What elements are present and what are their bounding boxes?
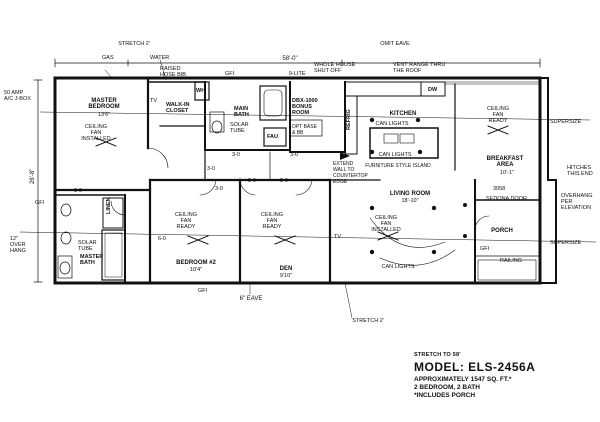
width-dimension: 26'-8" [30,168,36,184]
tv-living-label: TV [334,234,342,240]
walk-in-closet-label: WALK-IN CLOSET [166,102,190,114]
model-name: MODEL: ELS-2456A [414,360,536,374]
water-label: WATER [150,55,170,61]
gfi-bottom-label: GFI [198,288,208,294]
nine-lite-label: 9-LITE [289,71,306,77]
bonus-room-label: DBX-1000 BONUS ROOM [292,98,318,116]
bedroom2-size: 10'4" [189,267,203,273]
den-fan-label: CEILING FAN READY [260,212,284,230]
bedroom2-label: BEDROOM #2 [176,260,216,266]
model-bedrooms: 2 BEDROOM, 2 BATH [414,384,480,391]
living-fan-label: CEILING FAN INSTALLED [371,215,401,233]
model-area: APPROXIMATELY 1547 SQ. FT.* [414,376,512,383]
gfi-top-label: GFI [225,71,235,77]
whole-house-shutoff-label: WHOLE HOUSE SHUT OFF [314,62,356,74]
model-porch-note: *INCLUDES PORCH [414,392,476,399]
hitches-label: HITCHES THIS END [567,165,593,177]
stretch-note: STRETCH TO 58' [414,352,461,358]
linen-label: LINEN [106,197,112,215]
can-lights-living: CAN LIGHTS [381,264,415,270]
door-2-0-b: 2-0 [280,178,288,184]
railing-label: RAILING [500,258,523,264]
master-bedroom-size: 13'6" [97,112,111,118]
fau-label: FAU [267,134,278,140]
den-label: DEN [279,266,293,272]
door-3-0-b: 3-0 [290,152,298,158]
stretch-top: STRETCH 2' [118,41,150,47]
door-3-0-e: 3-0 [74,188,82,194]
model-info-block: STRETCH TO 58' MODEL: ELS-2456A APPROXIM… [414,352,535,399]
overall-length: 58'-0" [282,56,298,62]
breakfast-fan-label: CEILING FAN READY [486,106,510,124]
bedroom2-fan-label: CEILING FAN READY [174,212,198,230]
kitchen-island [369,127,439,159]
overhang-left-label: 12" OVER HANG [10,236,26,254]
gfi-porch-label: GFI [480,246,490,252]
gas-label: GAS [102,55,114,61]
wh-label: WH [196,88,206,94]
living-room-size: 18'-10" [401,198,419,204]
refrig-label: REFRIG [346,109,352,130]
den-size: 9'10" [279,273,293,279]
living-room-label: LIVING ROOM [389,191,431,197]
master-fan-label: CEILING FAN INSTALLED [81,124,111,142]
amp-label: 50 AMP A/C J-BOX [4,90,31,102]
kitchen-label: KITCHEN [389,111,417,117]
door-3058-label: 3058 [493,186,506,192]
can-lights-kitchen-bottom: CAN LIGHTS [378,152,412,158]
overhang-right-label: OVERHANG PER ELEVATION [561,193,593,211]
breakfast-size: 10'-1" [499,170,515,176]
main-bath-label: MAIN BATH [234,106,249,118]
can-lights-kitchen-top: CAN LIGHTS [375,121,409,127]
raised-hose-bib-label: RAISED HOSE BIB [160,66,186,78]
tv-master-label: TV [150,98,158,104]
door-3-0-d: 3-0 [215,186,223,192]
supersize-bottom-label: SUPERSIZE [550,240,582,246]
door-6-0: 6-0 [158,236,166,242]
stretch-bottom: STRETCH 2' [352,318,384,324]
furniture-island-label: FURNITURE STYLE ISLAND [365,163,431,169]
door-3-0-c: 3-0 [207,166,215,172]
breakfast-label: BREAKFAST AREA [486,156,524,168]
master-bath-label: MASTER BATH [80,254,104,266]
eave-bottom: 6" EAVE [239,296,263,302]
dw-label: DW [428,87,438,93]
omit-eave: OMIT EAVE [380,41,410,47]
master-bedroom-label: MASTER BEDROOM [88,98,120,110]
solar-tube-master-label: SOLAR TUBE [78,240,97,252]
exterior-wall [53,76,542,285]
porch-label: PORCH [491,228,513,234]
vent-range-label: VENT RANGE THRU THE ROOF [393,62,446,74]
solar-tube-main-label: SOLAR TUBE [230,122,249,134]
extend-wall-label: EXTEND WALL TO COUNTERTOP EDGE [333,161,368,185]
opt-base-label: OPT BASE & BB [292,124,317,136]
supersize-top-label: SUPERSIZE [550,119,582,125]
sedona-door-label: SEDONA DOOR [486,196,527,202]
gfi-left-label: GFI [35,200,45,206]
door-3-0-a: 3-0 [232,152,240,158]
door-2-0-a: 2-0 [248,178,256,184]
